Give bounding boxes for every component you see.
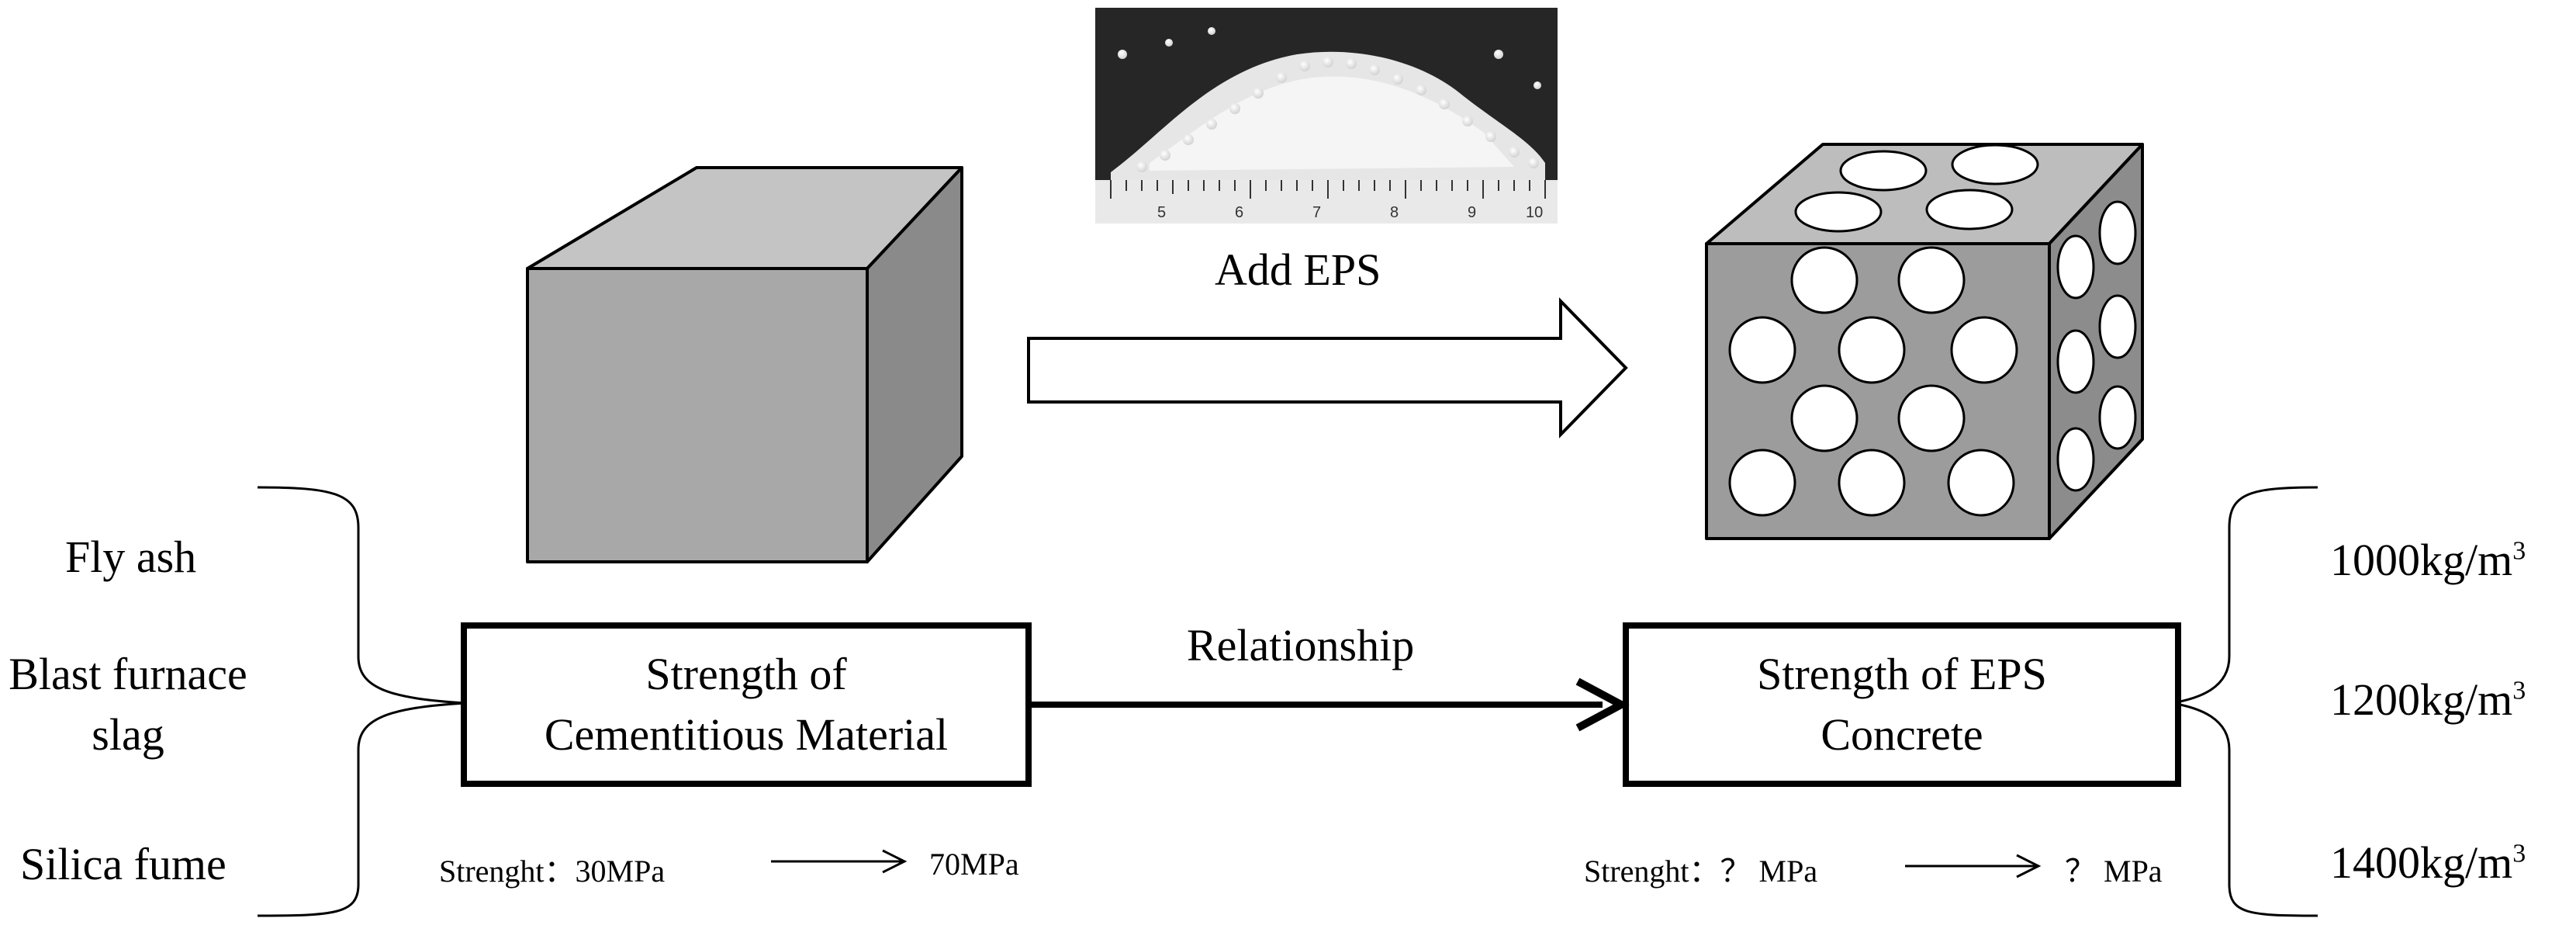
density-superscript: 3 [2512,536,2526,566]
left-brace [257,486,466,917]
density-1000: 1000kg/m3 [2330,534,2526,586]
strength-arrow-right [1905,854,2042,878]
strength-right-end: ？ MPa [2065,854,2163,889]
density-superscript: 3 [2512,839,2526,868]
density-1400: 1400kg/m3 [2330,837,2526,889]
box-right-text: Strength of EPS Concrete [1626,644,2178,765]
add-eps-label: Add EPS [1215,244,1381,295]
relationship-arrow [1029,677,1630,732]
density-1000-value: 1000kg/m [2330,535,2513,585]
plain-cube [526,166,963,563]
fly-ash-label: Fly ash [65,532,197,582]
relationship-label: Relationship [1187,620,1415,670]
strength-left-end: 70MPa [929,847,1019,882]
ruler-tick: 7 [1312,204,1321,221]
box-eps-concrete-strength [1623,622,2181,787]
eps-cube [1705,143,2144,540]
box-right-line1: Strength of EPS [1757,649,2047,699]
ruler-tick: 8 [1390,204,1399,221]
add-eps-arrow [1027,297,1628,438]
box-cementitious-strength [461,622,1032,787]
eps-front-holes [1728,246,2018,517]
blast-furnace-line2: slag [92,709,164,760]
silica-fume-label: Silica fume [20,839,226,889]
density-1200: 1200kg/m3 [2330,674,2526,726]
eps-beads-photo: 5 6 7 8 9 10 [1095,8,1558,223]
ruler-tick-labels: 5 6 7 8 9 10 [1157,204,1543,221]
eps-side-holes [2056,200,2137,492]
blast-furnace-line1: Blast furnace [9,649,247,699]
density-1200-value: 1200kg/m [2330,674,2513,725]
box-right-line2: Concrete [1820,709,1983,760]
ruler-tick: 5 [1157,204,1166,221]
blast-furnace-slag-label: Blast furnace slag [0,644,256,765]
plain-cube-front [526,267,869,563]
ruler-tick: 6 [1235,204,1243,221]
box-left-line1: Strength of [645,649,847,699]
density-superscript: 3 [2512,676,2526,705]
strength-left-label: Strenght：30MPa [439,854,666,889]
strength-arrow-left [771,849,908,874]
ruler-tick: 10 [1526,204,1543,221]
right-brace [2171,486,2318,917]
box-left-text: Strength of Cementitious Material [464,644,1029,765]
box-left-line2: Cementitious Material [544,709,949,760]
strength-right-label: Strenght：？ MPa [1584,854,1818,889]
density-1400-value: 1400kg/m [2330,837,2513,888]
eps-top-holes [1794,144,2039,233]
ruler-tick: 9 [1468,204,1476,221]
